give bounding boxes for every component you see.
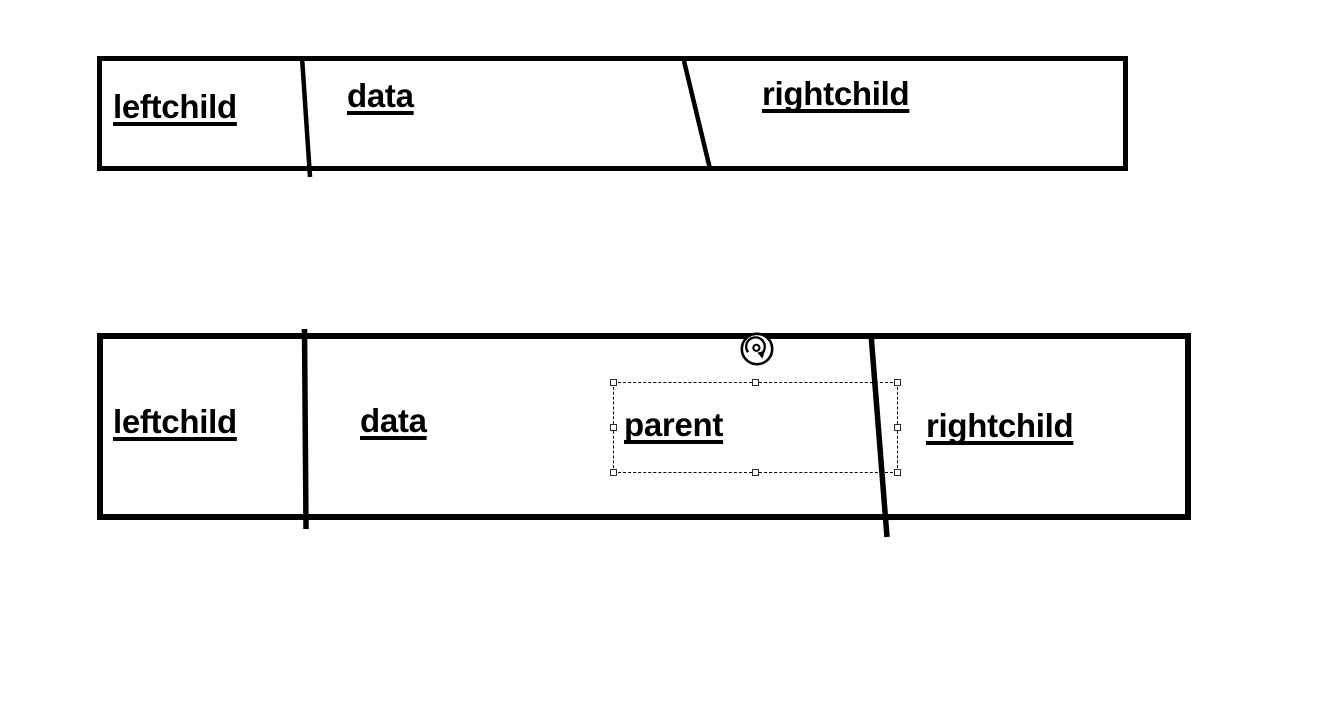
field-label-bottom-parent[interactable]: parent bbox=[624, 406, 724, 443]
resize-handle-nw[interactable] bbox=[610, 379, 617, 386]
field-label-bottom-rightchild[interactable]: rightchild bbox=[926, 407, 1074, 444]
resize-handle-s[interactable] bbox=[752, 469, 759, 476]
resize-handle-n[interactable] bbox=[752, 379, 759, 386]
selection-bounding-box[interactable] bbox=[610, 379, 901, 476]
rotate-handle-icon[interactable] bbox=[739, 331, 776, 368]
node-box-bottom[interactable] bbox=[97, 333, 1191, 520]
resize-handle-e[interactable] bbox=[894, 424, 901, 431]
node-box-top[interactable] bbox=[97, 56, 1128, 171]
field-label-top-rightchild[interactable]: rightchild bbox=[762, 75, 910, 112]
resize-handle-sw[interactable] bbox=[610, 469, 617, 476]
field-label-top-data[interactable]: data bbox=[347, 77, 414, 114]
field-label-bottom-leftchild[interactable]: leftchild bbox=[113, 403, 237, 440]
resize-handle-ne[interactable] bbox=[894, 379, 901, 386]
resize-handle-w[interactable] bbox=[610, 424, 617, 431]
field-label-bottom-data[interactable]: data bbox=[360, 402, 427, 439]
field-label-top-leftchild[interactable]: leftchild bbox=[113, 88, 237, 125]
resize-handle-se[interactable] bbox=[894, 469, 901, 476]
